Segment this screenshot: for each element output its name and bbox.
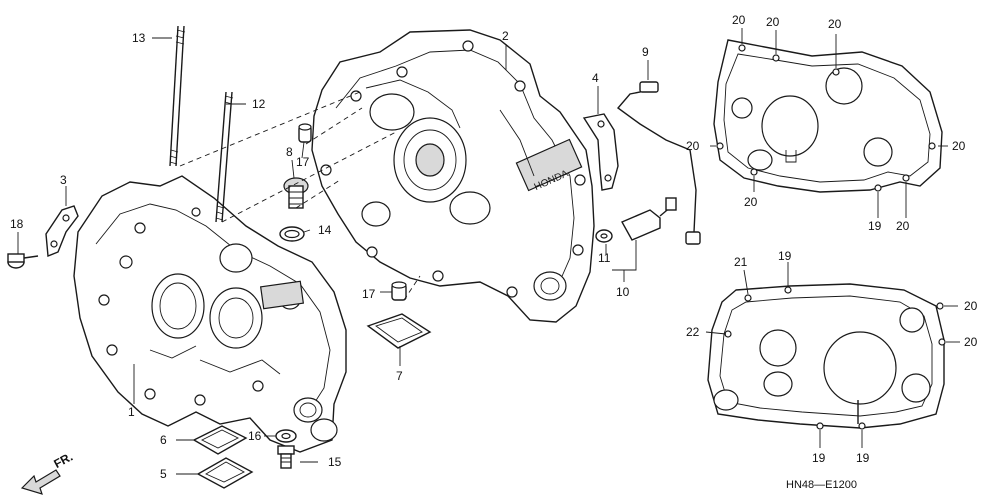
callout-20-b: 20 — [766, 15, 780, 29]
bracket-3 — [45, 205, 79, 257]
callout-19-c: 19 — [812, 451, 826, 465]
callout-20-e: 20 — [744, 195, 758, 209]
front-direction-arrow: FR. — [20, 450, 75, 495]
callout-19-a: 19 — [868, 219, 882, 233]
callout-7: 7 — [396, 369, 403, 383]
assembly-lines — [179, 91, 421, 301]
stud-bolt-long — [169, 25, 186, 167]
diagram-reference-code: HN48—E1200 — [786, 479, 857, 491]
callout-1: 1 — [128, 405, 135, 419]
crankcase-gasket-upper — [713, 39, 943, 193]
callout-12: 12 — [252, 97, 266, 111]
left-crankcase — [73, 175, 347, 453]
dowel-pin-17-bottom — [391, 281, 407, 301]
callout-labels: 13 12 3 18 8 17 14 17 7 1 6 5 16 15 2 4 … — [10, 13, 978, 481]
oil-filler-cap-8 — [283, 177, 309, 209]
gasket-lower-bore-main — [823, 331, 897, 405]
callout-20-d: 20 — [686, 139, 700, 153]
callout-19-b: 19 — [778, 249, 792, 263]
callout-9: 9 — [642, 45, 649, 59]
callout-17-top: 17 — [296, 155, 310, 169]
callout-20-g: 20 — [952, 139, 966, 153]
callout-17-bottom: 17 — [362, 287, 376, 301]
callout-13: 13 — [132, 31, 146, 45]
callout-5: 5 — [160, 467, 167, 481]
cover-6 — [192, 425, 248, 455]
gasket-upper-bore-main — [761, 95, 819, 157]
washer-11 — [595, 229, 613, 243]
cover-5 — [196, 457, 254, 489]
drain-bolt-15 — [277, 445, 295, 469]
callout-18: 18 — [10, 217, 24, 231]
sensor-wire-9 — [616, 81, 701, 245]
callout-11: 11 — [598, 251, 611, 265]
callout-19-d: 19 — [856, 451, 870, 465]
callout-20-c: 20 — [828, 17, 842, 31]
callout-8: 8 — [286, 145, 293, 159]
right-crankcase: HONDA — [311, 29, 595, 323]
crankcase-bore-right — [209, 287, 263, 349]
callout-14: 14 — [318, 223, 332, 237]
callout-10: 10 — [616, 285, 630, 299]
front-arrow-label: FR. — [51, 450, 75, 471]
callout-20-a: 20 — [732, 13, 746, 27]
sensor-10 — [621, 197, 677, 241]
callout-20-h: 20 — [964, 299, 978, 313]
bolt-18 — [7, 253, 39, 269]
gasket-plate-7 — [366, 313, 432, 349]
sealing-washer-16 — [275, 429, 297, 443]
callout-20-i: 20 — [964, 335, 978, 349]
bracket-4 — [582, 113, 619, 191]
callout-15: 15 — [328, 455, 342, 469]
callout-22: 22 — [686, 325, 700, 339]
front-arrow-icon — [20, 469, 61, 495]
o-ring-14 — [279, 226, 305, 242]
callout-6: 6 — [160, 433, 167, 447]
leader-lines — [17, 28, 960, 475]
crankcase-gasket-lower — [707, 283, 946, 430]
dowel-pin-17-top — [298, 123, 312, 143]
callout-16: 16 — [248, 429, 262, 443]
callout-4: 4 — [592, 71, 599, 85]
callout-21: 21 — [734, 255, 748, 269]
stud-bolt-short — [215, 91, 234, 223]
callout-2: 2 — [502, 29, 509, 43]
callout-3: 3 — [60, 173, 67, 187]
callout-20-f: 20 — [896, 219, 910, 233]
